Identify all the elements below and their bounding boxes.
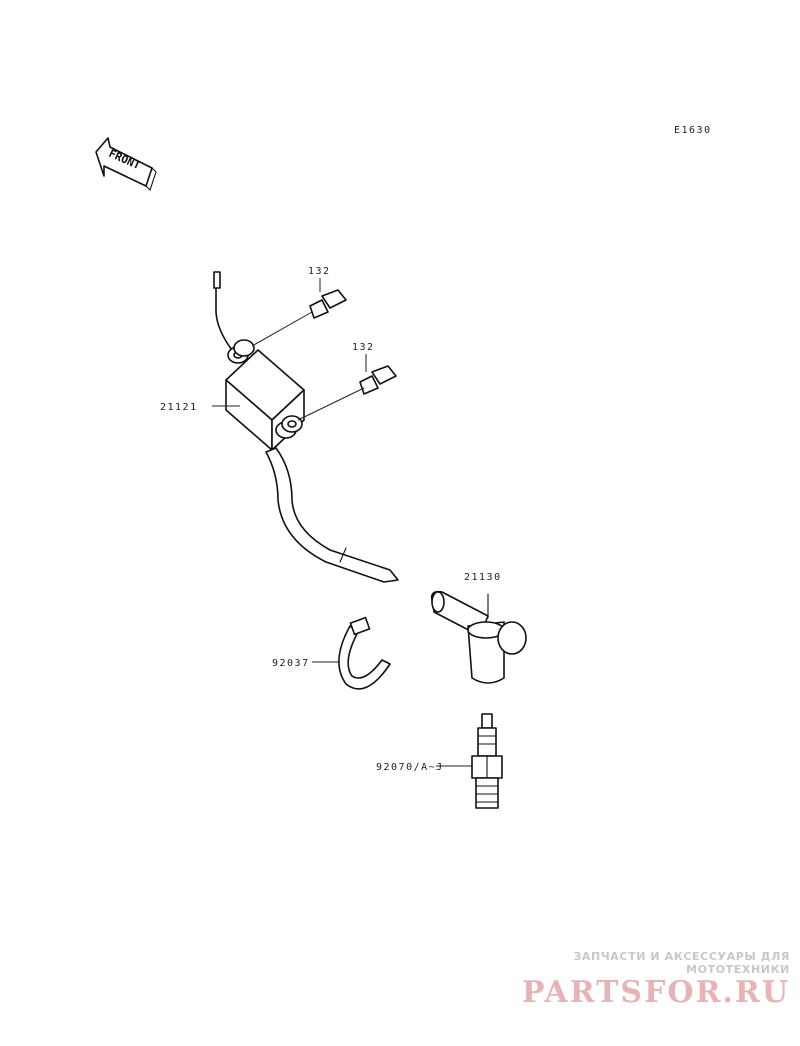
bolt-lower: [359, 365, 397, 395]
label-band: 92037: [272, 658, 310, 669]
label-bolt-lower: 132: [352, 342, 375, 353]
label-bolt-upper: 132: [308, 266, 331, 277]
watermark-tagline: ЗАПЧАСТИ И АКСЕССУАРЫ ДЛЯ МОТОТЕХНИКИ: [573, 950, 790, 976]
label-spark-plug: 92070/A~J: [376, 762, 444, 773]
label-plug-cap: 21130: [464, 572, 502, 583]
diagram-code: E1630: [674, 125, 712, 136]
label-ignition-coil: 21121: [160, 402, 198, 413]
plug-cap: [430, 590, 527, 684]
watermark: ЗАПЧАСТИ И АКСЕССУАРЫ ДЛЯ МОТОТЕХНИКИ PA…: [470, 950, 790, 1010]
bolt-upper: [309, 289, 347, 319]
watermark-brand: PARTSFOR.RU: [522, 975, 790, 1010]
band: [338, 616, 391, 690]
ignition-coil: [213, 271, 399, 583]
front-arrow-icon: FRONT: [95, 137, 157, 192]
spark-plug: [471, 713, 503, 809]
